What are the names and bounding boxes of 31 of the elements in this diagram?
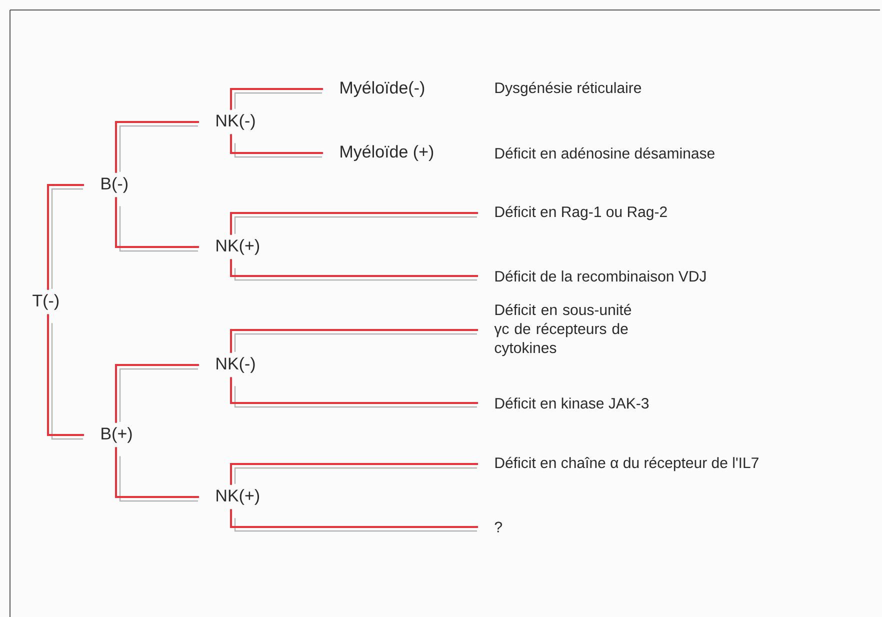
level-label: T(-)	[32, 294, 59, 310]
bracket-line	[230, 329, 478, 353]
level-label: NK(+)	[216, 239, 260, 255]
bracket-line	[115, 364, 199, 423]
disease-label: Déficit en kinase JAK-3	[495, 397, 649, 409]
disease-label: Déficit en adénosine désaminase	[495, 147, 714, 159]
disease-label: Déficit en sous-unité γc de récepteurs de cytokines	[494, 304, 632, 356]
bracket-line	[115, 197, 199, 252]
disease-label: ?	[494, 522, 502, 532]
bracket-line	[230, 259, 478, 281]
bracket-line	[230, 463, 478, 485]
disease-label: Dysgénésie réticulaire	[495, 82, 642, 96]
bracket-line	[230, 509, 478, 532]
level-label: NK(-)	[216, 357, 255, 373]
level-label: B(-)	[102, 177, 128, 193]
bracket-line	[115, 121, 199, 173]
bracket-line	[230, 212, 478, 235]
bracket-line	[230, 134, 323, 158]
level-label: NK(-)	[216, 114, 255, 130]
level-label: Myéloïde(-)	[340, 80, 424, 98]
disease-label: Déficit en Rag-1 ou Rag-2	[495, 206, 667, 220]
disease-label: Déficit en chaîne α du récepteur de l'IL7	[495, 456, 758, 472]
bracket-line	[230, 377, 478, 408]
disease-label: Déficit de la recombinaison VDJ	[495, 270, 706, 282]
bracket-line	[230, 88, 323, 110]
bracket-line	[47, 184, 84, 290]
level-label: NK(+)	[216, 489, 260, 505]
bracket-line	[47, 314, 84, 440]
level-label: Myéloïde (+)	[340, 144, 434, 162]
level-label: B(+)	[102, 427, 132, 443]
bracket-line	[115, 447, 199, 502]
